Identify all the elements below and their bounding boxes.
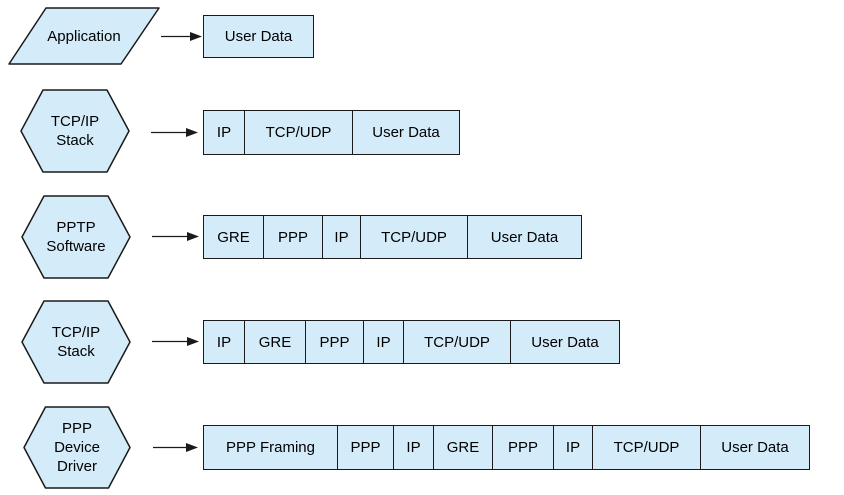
packet-cell-gre: GRE [434, 426, 493, 469]
packet-cell-tcp-udp: TCP/UDP [245, 111, 353, 154]
arrow-icon [161, 32, 202, 41]
packet-cell-ppp: PPP [493, 426, 554, 469]
packet-cell-ip: IP [394, 426, 434, 469]
packet-cell-tcp-udp: TCP/UDP [361, 216, 468, 258]
hexagon-shape [21, 300, 131, 384]
packet-cell-ip: IP [204, 111, 245, 154]
arrow-icon [153, 443, 198, 452]
packet-cell-tcp-udp: TCP/UDP [593, 426, 701, 469]
packet-cell-ip: IP [323, 216, 361, 258]
packet-bar: GRE PPP IP TCP/UDP User Data [203, 215, 582, 259]
packet-cell-gre: GRE [204, 216, 264, 258]
hexagon-shape [20, 89, 130, 173]
packet-cell-user-data: User Data [468, 216, 581, 258]
hexagon-shape [23, 406, 131, 489]
packet-bar: IP GRE PPP IP TCP/UDP User Data [203, 320, 620, 364]
packet-cell-gre: GRE [245, 321, 306, 363]
packet-cell-ppp: PPP [306, 321, 364, 363]
packet-cell-user-data: User Data [511, 321, 619, 363]
packet-cell-ppp-framing: PPP Framing [204, 426, 338, 469]
arrow-icon [152, 337, 199, 346]
packet-cell-user-data: User Data [701, 426, 809, 469]
packet-cell-ip: IP [364, 321, 404, 363]
parallelogram-shape [8, 7, 160, 65]
packet-cell-user-data: User Data [353, 111, 459, 154]
packet-cell-tcp-udp: TCP/UDP [404, 321, 511, 363]
packet-bar: IP TCP/UDP User Data [203, 110, 460, 155]
hexagon-shape [21, 195, 131, 279]
packet-bar: PPP Framing PPP IP GRE PPP IP TCP/UDP Us… [203, 425, 810, 470]
arrow-icon [151, 128, 198, 137]
packet-cell-user-data: User Data [204, 16, 313, 57]
packet-cell-ppp: PPP [338, 426, 394, 469]
packet-cell-ip: IP [204, 321, 245, 363]
packet-cell-ip: IP [554, 426, 593, 469]
packet-cell-ppp: PPP [264, 216, 323, 258]
packet-bar: User Data [203, 15, 314, 58]
arrow-icon [152, 232, 199, 241]
